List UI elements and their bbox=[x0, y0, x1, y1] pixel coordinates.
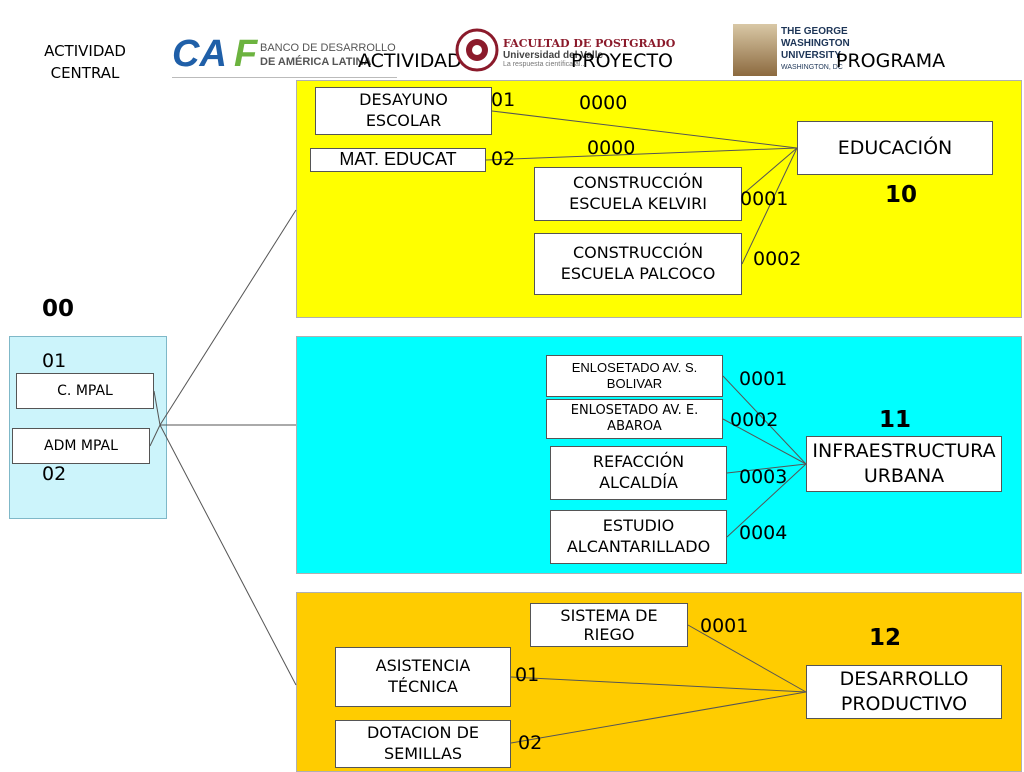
project-sistema-de-riego: SISTEMA DE RIEGO bbox=[530, 603, 688, 647]
activity-desayuno-escolar: DESAYUNO ESCOLAR bbox=[315, 87, 492, 135]
project-enlosetado-av-s-bolivar: ENLOSETADO AV. S. BOLIVAR bbox=[546, 355, 723, 397]
central-activity-panel bbox=[9, 336, 167, 519]
activity-project-code-0000-a: 0000 bbox=[579, 92, 628, 114]
svg-text:F: F bbox=[234, 33, 259, 75]
caf-logo-line1: BANCO DE DESARROLLO bbox=[260, 42, 396, 54]
program-number-11: 11 bbox=[879, 407, 912, 433]
activity-mat-educat: MAT. EDUCAT bbox=[310, 148, 486, 172]
caf-logo: CA F BANCO DE DESARROLLO DE AMÉRICA LATI… bbox=[172, 28, 397, 79]
activity-dotacion-de-semillas: DOTACION DE SEMILLAS bbox=[335, 720, 511, 768]
activity-code-01: 01 bbox=[491, 89, 516, 111]
svg-text:CA: CA bbox=[172, 33, 227, 75]
central-code-00: 00 bbox=[42, 296, 75, 322]
activity-asistencia-tecnica: ASISTENCIA TÉCNICA bbox=[335, 647, 511, 707]
project-enlosetado-av-e-abaroa: ENLOSETADO AV. E. ABAROA bbox=[546, 399, 723, 439]
header-actividad: ACTIVIDAD bbox=[358, 50, 462, 72]
univalle-seal-icon bbox=[455, 28, 499, 72]
project-code-0002-education: 0002 bbox=[753, 248, 802, 270]
project-estudio-alcantarillado: ESTUDIO ALCANTARILLADO bbox=[550, 510, 727, 564]
caf-logo-line2: DE AMÉRICA LATINA bbox=[260, 56, 372, 68]
univalle-logo: FACULTAD DE POSTGRADO Universidad del Va… bbox=[455, 28, 685, 76]
gwu-logo-line4: WASHINGTON, DC bbox=[781, 64, 843, 71]
activity-code-01-productive: 01 bbox=[515, 664, 540, 686]
project-code-0001-urban: 0001 bbox=[739, 368, 788, 390]
project-code-0002-urban: 0002 bbox=[730, 409, 779, 431]
activity-code-02-productive: 02 bbox=[518, 732, 543, 754]
univalle-logo-line2: Universidad del Valle bbox=[503, 50, 604, 61]
gwu-logo-line3: UNIVERSITY bbox=[781, 50, 842, 61]
gwu-logo-line1: THE GEORGE bbox=[781, 26, 848, 37]
project-construccion-escuela-palcoco: CONSTRUCCIÓN ESCUELA PALCOCO bbox=[534, 233, 742, 295]
central-item-c-mpal: C. MPAL bbox=[16, 373, 154, 409]
gwu-logo-line2: WASHINGTON bbox=[781, 38, 850, 49]
project-code-0003-urban: 0003 bbox=[739, 466, 788, 488]
program-box-desarrollo-productivo: DESARROLLO PRODUCTIVO bbox=[806, 665, 1002, 719]
program-box-educacion: EDUCACIÓN bbox=[797, 121, 993, 175]
activity-project-code-0000-b: 0000 bbox=[587, 137, 636, 159]
program-box-infraestructura-urbana: INFRAESTRUCTURA URBANA bbox=[806, 436, 1002, 492]
activity-code-02: 02 bbox=[491, 148, 516, 170]
project-code-0001-productive: 0001 bbox=[700, 615, 749, 637]
central-code-01: 01 bbox=[42, 350, 67, 372]
project-refaccion-alcaldia: REFACCIÓN ALCALDÍA bbox=[550, 446, 727, 500]
univalle-logo-line3: La respuesta científica al... bbox=[503, 61, 587, 68]
header-programa: PROGRAMA bbox=[836, 50, 946, 72]
header-proyecto: PROYECTO bbox=[571, 50, 674, 72]
header-actividad-central: ACTIVIDAD CENTRAL bbox=[44, 42, 126, 82]
program-number-10: 10 bbox=[885, 182, 918, 208]
gwu-portrait-icon bbox=[733, 24, 777, 76]
project-construccion-escuela-kelviri: CONSTRUCCIÓN ESCUELA KELVIRI bbox=[534, 167, 742, 221]
central-item-adm-mpal: ADM MPAL bbox=[12, 428, 150, 464]
project-code-0004-urban: 0004 bbox=[739, 522, 788, 544]
project-code-0001-education: 0001 bbox=[740, 188, 789, 210]
gwu-logo: THE GEORGE WASHINGTON UNIVERSITY WASHING… bbox=[733, 24, 853, 78]
central-code-02: 02 bbox=[42, 463, 67, 485]
program-number-12: 12 bbox=[869, 625, 902, 651]
univalle-logo-line1: FACULTAD DE POSTGRADO bbox=[503, 37, 676, 50]
